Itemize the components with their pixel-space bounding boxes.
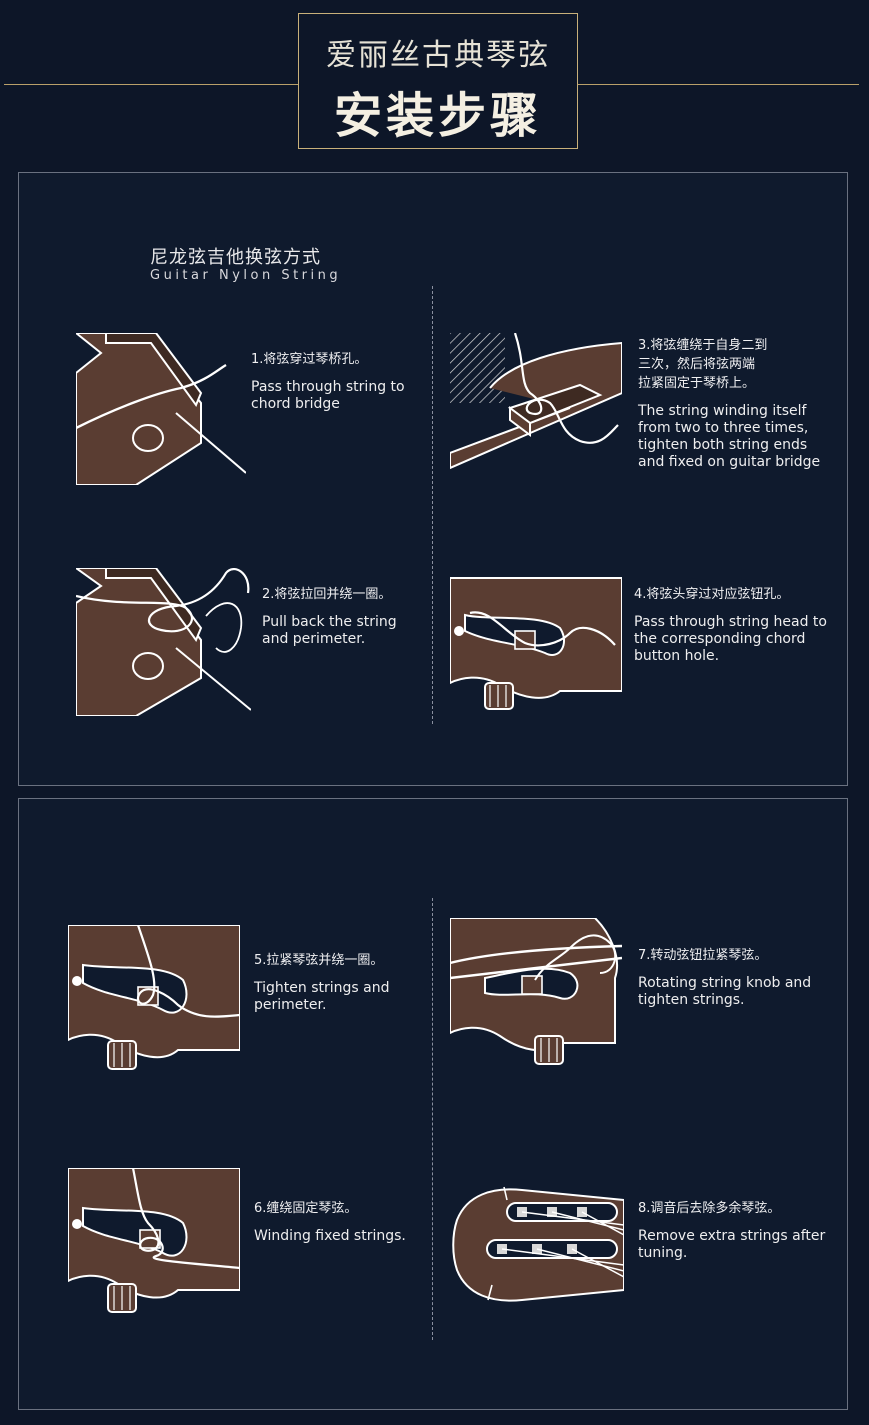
- step-5-illustration: [68, 925, 240, 1070]
- step-6-en: Winding fixed strings.: [254, 1228, 406, 1244]
- title-box: 爱丽丝古典琴弦 安装步骤: [298, 13, 578, 149]
- step-5-cn: 5.拉紧琴弦并绕一圈。: [254, 953, 384, 968]
- step-7-cn: 7.转动弦钮拉紧琴弦。: [638, 948, 768, 963]
- step-1-illustration: [76, 333, 246, 485]
- step-4-cn: 4.将弦头穿过对应弦钮孔。: [634, 587, 790, 602]
- step-4-illustration: [450, 577, 622, 710]
- step-3-en: The string winding itself from two to th…: [638, 403, 821, 470]
- section-subtitle: Guitar Nylon String: [150, 268, 342, 283]
- step-5-en: Tighten strings and perimeter.: [254, 980, 390, 1013]
- step-2-illustration: [76, 568, 251, 716]
- step-1-cn: 1.将弦穿过琴桥孔。: [251, 352, 368, 367]
- page-subtitle: 爱丽丝古典琴弦: [326, 38, 550, 73]
- step-7-text: 7.转动弦钮拉紧琴弦。 Rotating string knob and tig…: [638, 946, 828, 1009]
- step-8-en: Remove extra strings after tuning.: [638, 1228, 826, 1261]
- step-2-cn: 2.将弦拉回并绕一圈。: [262, 587, 392, 602]
- section-title: 尼龙弦吉他换弦方式: [150, 247, 321, 268]
- step-3-cn: 3.将弦缠绕于自身二到 三次，然后将弦两端 拉紧固定于琴桥上。: [638, 338, 768, 391]
- step-8-cn: 8.调音后去除多余琴弦。: [638, 1201, 781, 1216]
- step-4-text: 4.将弦头穿过对应弦钮孔。 Pass through string head t…: [634, 585, 834, 665]
- step-1-en: Pass through string to chord bridge: [251, 379, 405, 412]
- step-1-text: 1.将弦穿过琴桥孔。 Pass through string to chord …: [251, 350, 421, 413]
- step-4-en: Pass through string head to the correspo…: [634, 614, 827, 664]
- step-6-cn: 6.缠绕固定琴弦。: [254, 1201, 358, 1216]
- page-title: 安装步骤: [333, 88, 542, 144]
- step-6-illustration: [68, 1168, 240, 1313]
- divider-panel-1: [432, 286, 433, 724]
- step-2-en: Pull back the string and perimeter.: [262, 614, 397, 647]
- step-2-text: 2.将弦拉回并绕一圈。 Pull back the string and per…: [262, 585, 427, 648]
- header-line-right: [578, 84, 859, 85]
- step-3-text: 3.将弦缠绕于自身二到 三次，然后将弦两端 拉紧固定于琴桥上。 The stri…: [638, 336, 823, 471]
- panel-steps-5-8: [18, 798, 848, 1410]
- step-8-illustration: [452, 1186, 624, 1302]
- step-3-illustration: [450, 333, 622, 470]
- step-6-text: 6.缠绕固定琴弦。 Winding fixed strings.: [254, 1199, 429, 1245]
- divider-panel-2: [432, 898, 433, 1340]
- step-5-text: 5.拉紧琴弦并绕一圈。 Tighten strings and perimete…: [254, 951, 424, 1014]
- step-7-illustration: [450, 918, 622, 1065]
- step-8-text: 8.调音后去除多余琴弦。 Remove extra strings after …: [638, 1199, 828, 1262]
- step-7-en: Rotating string knob and tighten strings…: [638, 975, 812, 1008]
- header-line-left: [4, 84, 298, 85]
